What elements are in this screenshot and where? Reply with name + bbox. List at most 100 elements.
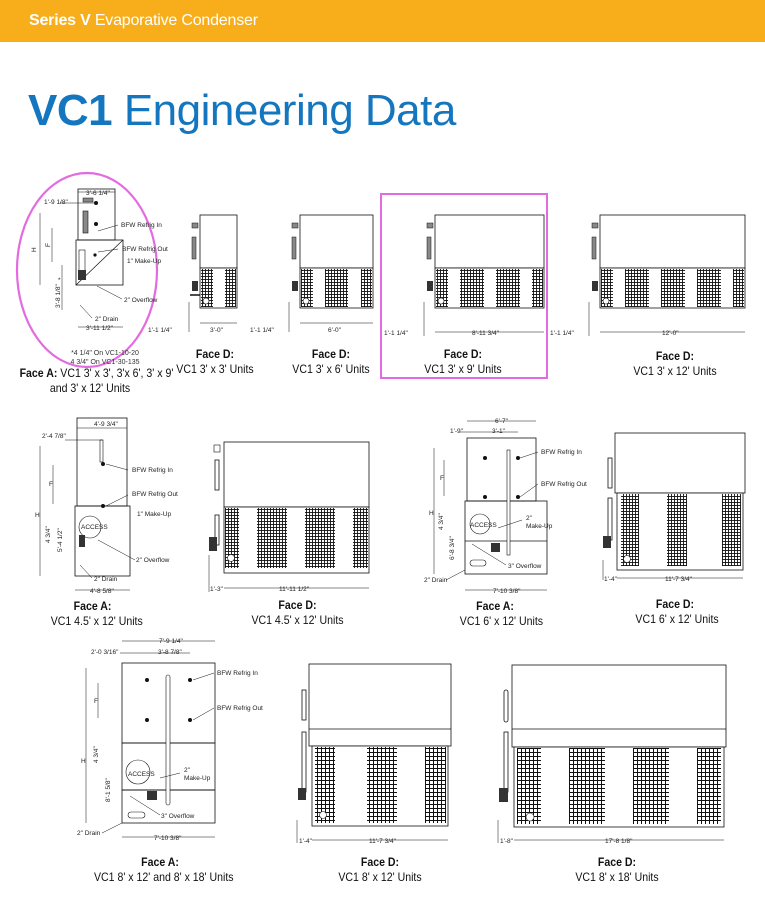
mesh-panel [697, 748, 721, 824]
drawing-face-d-3x9: 1'-1 1/4" 8'-11 3/4" [384, 214, 545, 337]
page-title: VC1 Engineering Data [28, 86, 456, 136]
caption-face: Face A: [19, 366, 58, 380]
dim-bottom: 4'-8 5/8" [90, 588, 114, 595]
mesh-panel [661, 269, 685, 307]
dim-top: 3'-6 1/4" [86, 190, 110, 197]
label-refrig-in: BFW Refrig In [132, 467, 173, 474]
mesh-panel [569, 748, 605, 824]
caption-face-d-3x12: Face D: VC1 3' x 12' Units [627, 349, 724, 379]
caption-units: VC1 3' x 12' Units [633, 364, 717, 378]
caption-face-a-6ft: Face A: VC1 6' x 12' Units [460, 599, 543, 629]
label-overflow: 3" Overflow [161, 813, 195, 820]
caption-units: VC1 3' x 3', 3'x 6', 3' x 9' [60, 366, 174, 380]
mesh-panel [436, 269, 448, 307]
mesh-panel [305, 508, 335, 568]
mesh-panel [625, 269, 649, 307]
caption-face: Face D: [443, 347, 483, 361]
refrig-out-connection [94, 222, 98, 226]
dim-f: F [94, 698, 98, 705]
refrig-out-connection [483, 495, 487, 499]
drawing-face-d-3x3: 1'-1 1/4" 3'-0" [148, 214, 238, 334]
footnote: *4 1/4" On VC1-10-20 4 3/4" On VC1-30-13… [60, 349, 150, 367]
mesh-panel [225, 269, 236, 307]
label-overflow: 2" Overflow [136, 557, 170, 564]
dim-f: F [45, 243, 52, 247]
refrig-out-connection [516, 495, 520, 499]
motor-icon [319, 811, 327, 819]
label-makeup-2: Make-Up [526, 523, 553, 530]
label-refrig-out: BFW Refrig Out [217, 705, 263, 712]
dim-side-2: 5'-4 1/2" [57, 528, 64, 552]
label-access: ACCESS [81, 524, 108, 531]
label-refrig-in: BFW Refrig In [217, 670, 258, 677]
mesh-panel [667, 494, 687, 566]
motor-icon [202, 297, 210, 305]
motor-icon [437, 297, 445, 305]
dim-spacing: 3'-8 7/8" [158, 649, 182, 656]
caption-face-a-3ft: Face A: VC1 3' x 3', 3'x 6', 3' x 9' and… [19, 366, 174, 396]
motor-icon [227, 554, 235, 562]
caption-face: Face A: [73, 599, 112, 613]
motor-icon [623, 555, 631, 563]
label-overflow: 2" Overflow [124, 297, 158, 304]
label-access: ACCESS [470, 522, 497, 529]
dim-width: 11'-7 3/4" [369, 838, 397, 845]
caption-face: Face D: [195, 347, 235, 361]
refrig-in-connection [145, 678, 149, 682]
highlight-box [380, 193, 548, 379]
label-makeup: 1" Make-Up [127, 258, 161, 265]
mesh-panel [517, 748, 541, 824]
label-drain: 2" Drain [424, 577, 448, 584]
refrig-out-connection [188, 718, 192, 722]
mesh-panel [325, 269, 348, 307]
dim-left: 1'-1 1/4" [384, 330, 408, 337]
caption-units-2: and 3' x 12' Units [49, 381, 131, 395]
dim-left: 1'-3" [210, 586, 224, 593]
motor-icon [602, 297, 610, 305]
dim-h: H [81, 758, 86, 765]
caption-face: Face D: [597, 855, 637, 869]
mesh-panel [633, 748, 669, 824]
mesh-panel [733, 269, 744, 307]
mesh-panel [201, 269, 213, 307]
dim-width: 11'-7 3/4" [665, 576, 693, 583]
dim-bottom: 7'-10 3/8" [493, 588, 521, 595]
mesh-panel [353, 508, 368, 568]
dim-side-1: 4 3/4" [93, 746, 100, 763]
caption-units: VC1 3' x 9' Units [424, 362, 502, 376]
dim-width: 3'-0" [210, 327, 224, 334]
header-bar: Series V Evaporative Condenser [0, 0, 765, 42]
drawing-face-d-8x12: 1'-4" 11'-7 3/4" [296, 663, 452, 845]
title-text: Engineering Data [123, 86, 457, 135]
refrig-out-connection [101, 504, 105, 508]
caption-face: Face A: [141, 855, 179, 869]
mesh-panel [532, 269, 543, 307]
label-makeup-1: 2" [184, 767, 191, 774]
caption-units: VC1 8' x 12' and 8' x 18' Units [94, 870, 234, 884]
dim-side-2: 6'-8 3/4" [449, 536, 456, 560]
drawing-face-d-4-5x12: 1'-3" 11'-11 1/2" [208, 441, 370, 593]
caption-face: Face D: [655, 349, 695, 363]
dim-spacing: 3'-1" [492, 428, 506, 435]
dim-left: 1'-8" [500, 838, 514, 845]
caption-face: Face D: [360, 855, 400, 869]
dim-side: 3'-8 1/8" [55, 284, 62, 308]
caption-face-d-4-5x12: Face D: VC1 4.5' x 12' Units [251, 598, 343, 628]
dim-width: 6'-0" [328, 327, 342, 334]
caption-face-d-6x12: Face D: VC1 6' x 12' Units [635, 597, 718, 627]
mesh-panel [697, 269, 721, 307]
label-drain: 2" Drain [77, 830, 101, 837]
dim-width: 17'-8 1/8" [605, 838, 633, 845]
label-overflow: 3" Overflow [508, 563, 542, 570]
dim-top: 7'-9 1/4" [159, 638, 183, 645]
highlight-ellipse [15, 171, 159, 369]
dim-left: 1'-1 1/4" [250, 327, 274, 334]
drawing-face-d-6x12: 1'-4" 11'-7 3/4" [602, 432, 746, 583]
dim-top: 4'-9 3/4" [94, 421, 118, 428]
dim-offset: 2'-0 3/16" [91, 649, 119, 656]
drawing-face-a-8ft: ACCESS 7'-9 1/4" 2'-0 3/16" 3'-8 7/8" H … [77, 638, 263, 842]
dim-width: 8'-11 3/4" [472, 330, 500, 337]
caption-units: VC1 4.5' x 12' Units [251, 613, 344, 627]
dim-side-1: 4 3/4" [45, 526, 52, 543]
dim-star: * [58, 277, 61, 284]
